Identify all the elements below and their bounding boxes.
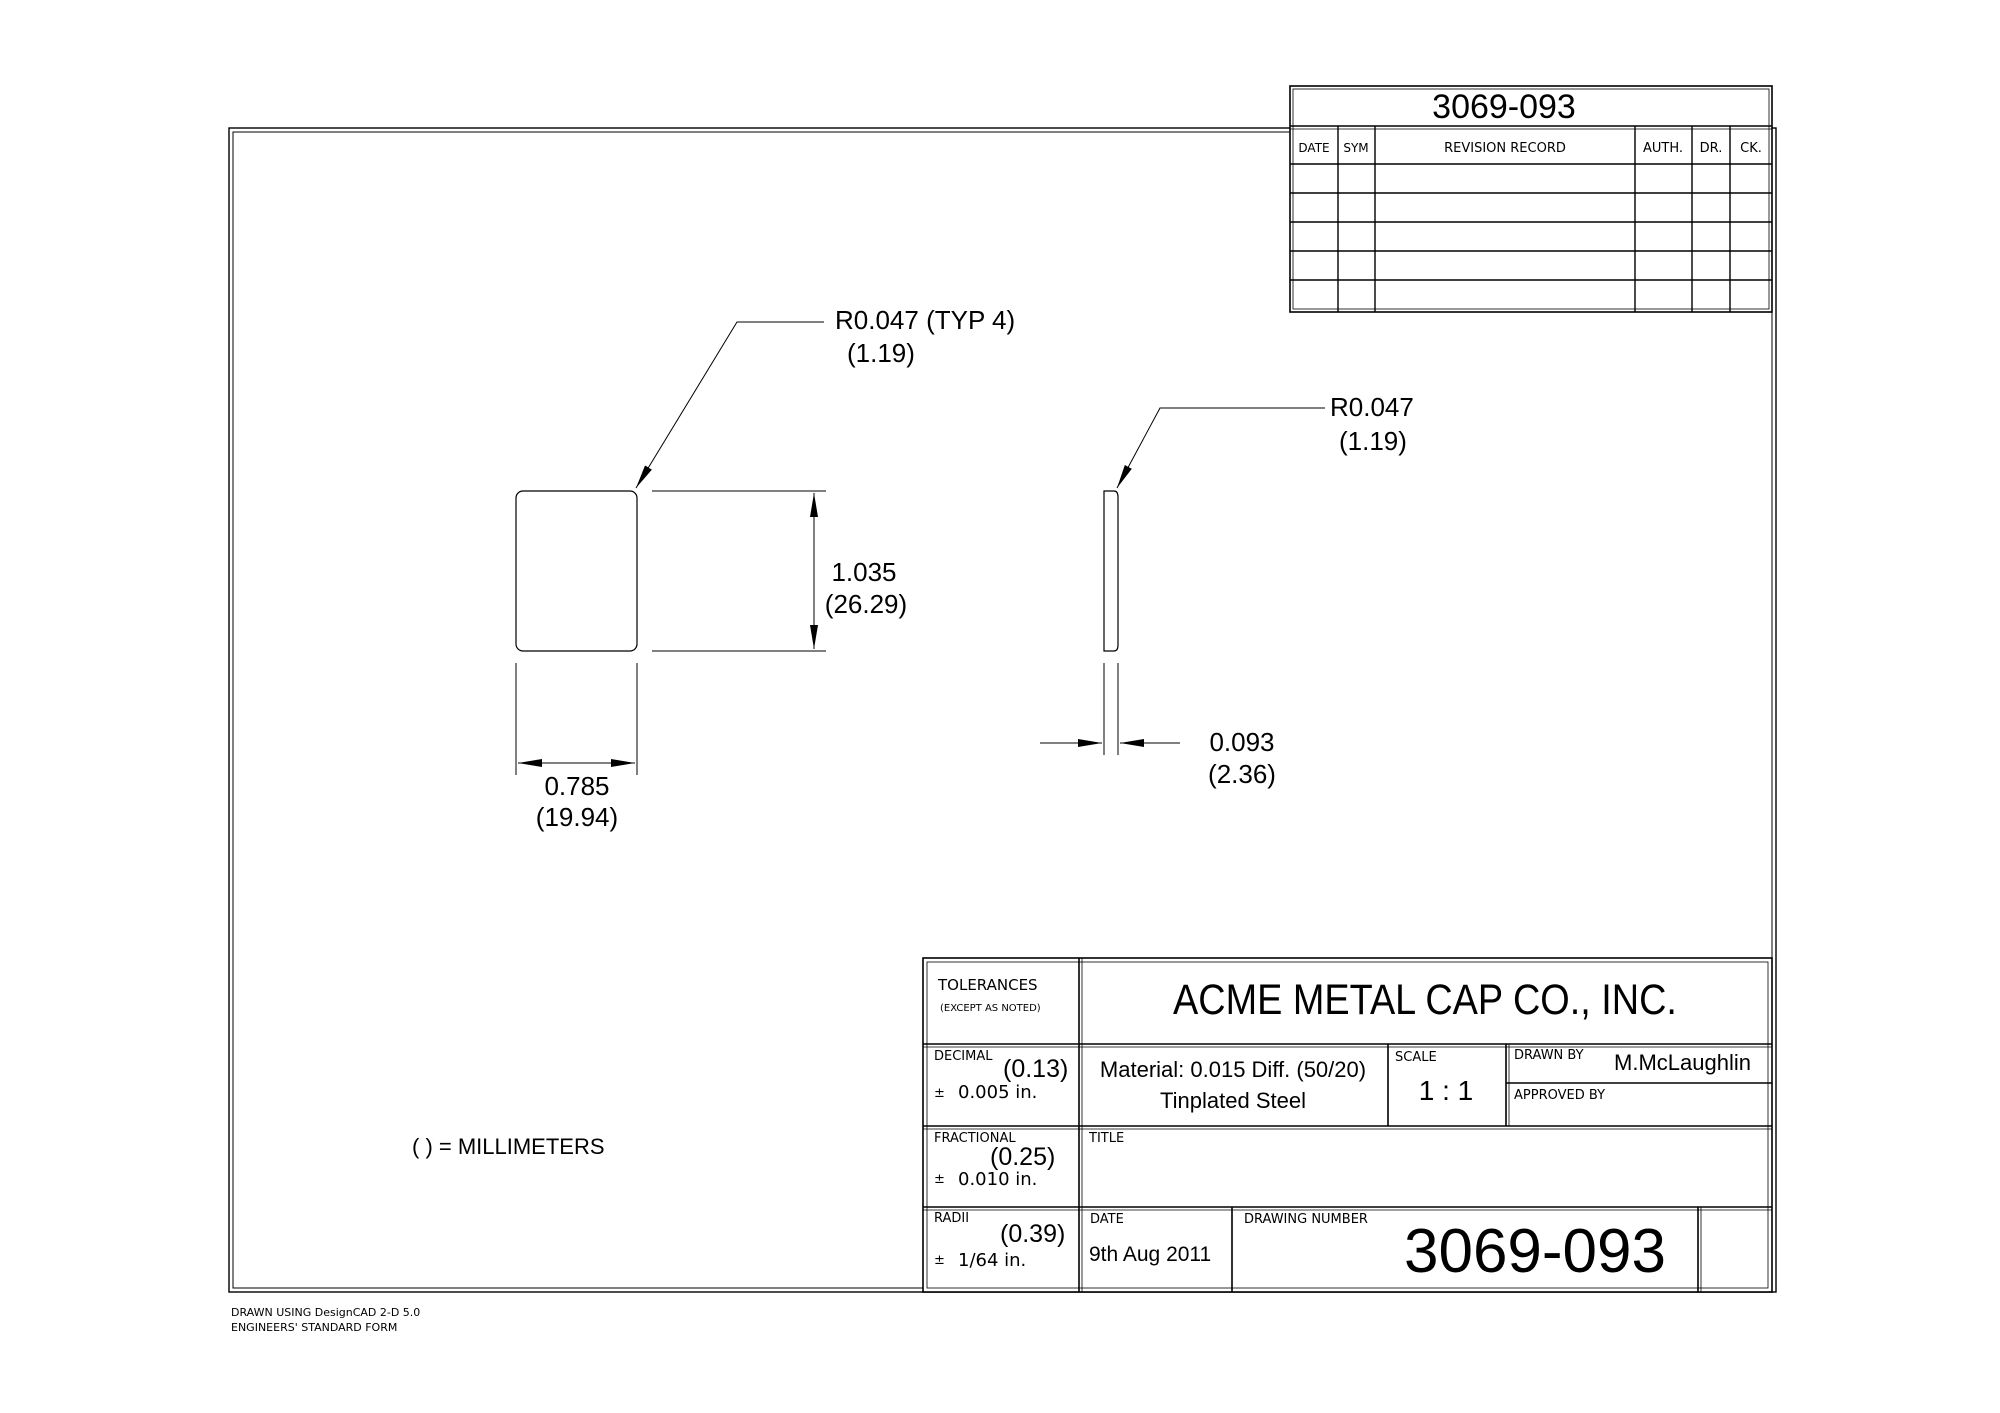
millimeters-note: ( ) = MILLIMETERS [412,1134,605,1159]
revision-block: 3069-093 DATE SYM REVISION RECORD AUTH. … [1289,85,1773,313]
front-radius-label: R0.047 (TYP 4) [835,305,1015,335]
tolerances-label: TOLERANCES [937,976,1038,994]
rev-header-dr: DR. [1700,141,1723,156]
drawn-by-value: M.McLaughlin [1614,1050,1751,1075]
scale-value: 1 : 1 [1419,1075,1473,1106]
rev-header-auth: AUTH. [1643,141,1683,156]
height-mm-label: (26.29) [825,589,907,619]
rev-header-date: DATE [1298,141,1329,155]
part-outline-side [1103,490,1119,652]
radii-mm: (0.39) [1000,1220,1065,1248]
front-radius-leader [635,321,824,489]
width-in-label: 0.785 [544,771,609,801]
decimal-mm: (0.13) [1003,1055,1068,1083]
drawn-by-label: DRAWN BY [1514,1048,1584,1063]
side-radius-mm: (1.19) [1339,426,1407,456]
width-mm-label: (19.94) [536,802,618,832]
drawing-number-label: DRAWING NUMBER [1244,1212,1368,1227]
thickness-mm-label: (2.36) [1208,759,1276,789]
rev-header-ck: CK. [1740,141,1762,156]
side-radius-leader [1116,407,1325,489]
decimal-label: DECIMAL [934,1049,993,1064]
radii-label: RADII [934,1211,969,1226]
fractional-pm: ± [934,1172,945,1187]
tolerances-sub: (EXCEPT AS NOTED) [940,1003,1041,1014]
material-line2: Tinplated Steel [1160,1088,1306,1113]
company-name: ACME METAL CAP CO., INC. [1173,975,1677,1024]
side-radius-label: R0.047 [1330,392,1414,422]
footer-line2: ENGINEERS' STANDARD FORM [231,1321,397,1334]
drawing-number: 3069-093 [1404,1217,1666,1286]
rev-header-sym: SYM [1343,141,1368,155]
material-line1: Material: 0.015 Diff. (50/20) [1100,1057,1366,1082]
rev-header-revision-record: REVISION RECORD [1444,141,1566,156]
title-block [922,957,1773,1293]
front-radius-mm: (1.19) [847,338,915,368]
fractional-mm: (0.25) [990,1143,1055,1171]
part-outline-front [515,490,638,652]
decimal-pm: ± [934,1086,945,1101]
front-view [515,321,826,775]
approved-by-label: APPROVED BY [1514,1088,1605,1103]
fractional-in: 0.010 in. [958,1169,1037,1190]
thickness-in-label: 0.093 [1209,727,1274,757]
footer-line1: DRAWN USING DesignCAD 2-D 5.0 [231,1306,420,1319]
date-label: DATE [1090,1212,1124,1227]
radii-pm: ± [934,1253,945,1268]
title-label: TITLE [1088,1131,1124,1146]
radii-in: 1/64 in. [958,1250,1026,1271]
height-in-label: 1.035 [831,557,896,587]
revision-drawing-number: 3069-093 [1432,88,1576,126]
date-value: 9th Aug 2011 [1089,1243,1211,1266]
decimal-in: 0.005 in. [958,1082,1037,1103]
scale-label: SCALE [1395,1050,1437,1065]
fractional-label: FRACTIONAL [934,1131,1016,1146]
side-view [1040,407,1325,755]
